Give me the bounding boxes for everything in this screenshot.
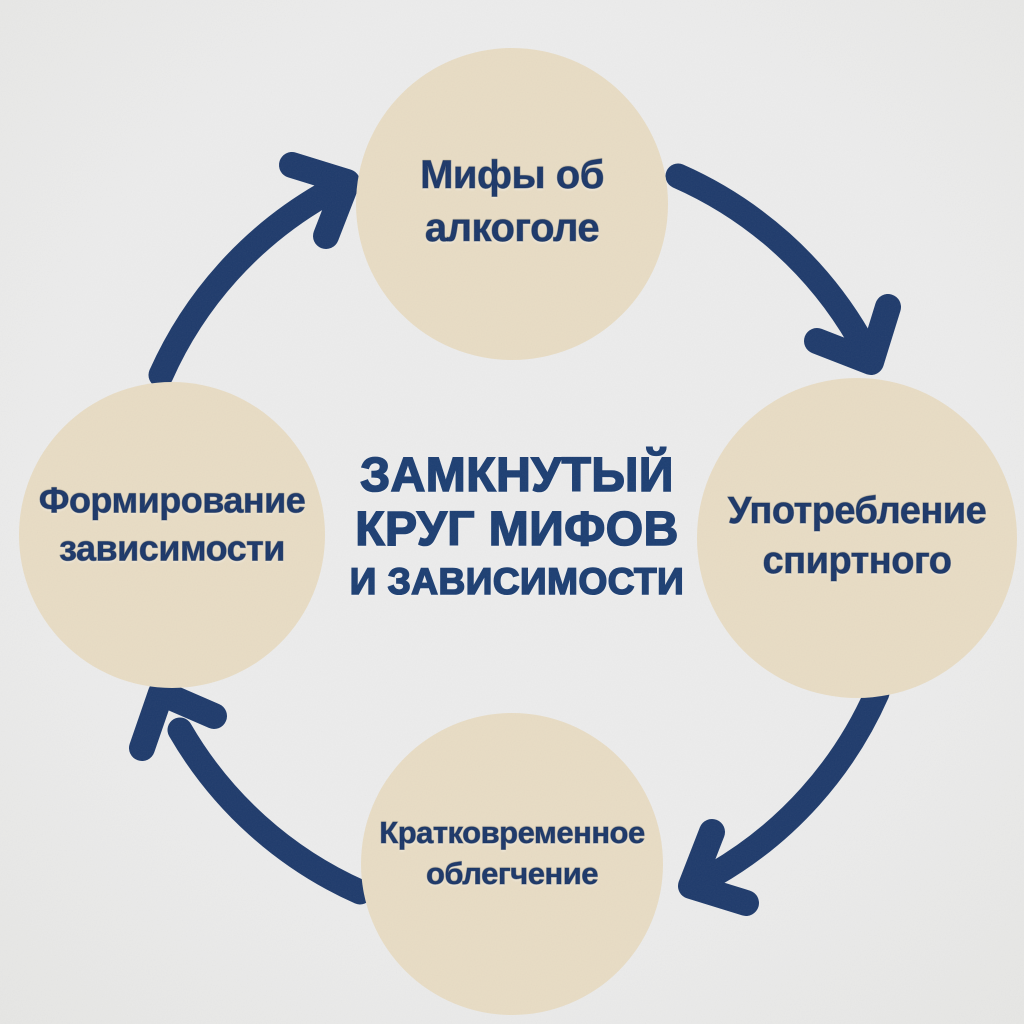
center-title-line-3: И ЗАВИСИМОСТИ (349, 560, 685, 603)
node-label-relief: Кратковременное облегчение (379, 813, 646, 895)
arrow-left-to-top-icon (148, 152, 360, 388)
node-label-line: Употребление (727, 489, 987, 532)
center-title: ЗАМКНУТЫЙ КРУГ МИФОВ И ЗАВИСИМОСТИ (349, 448, 685, 605)
node-label-line: Мифы об (420, 153, 605, 198)
node-label-line: зависимости (59, 527, 286, 569)
node-label-line: облегчение (425, 856, 599, 892)
node-label-line: Формирование (38, 479, 306, 521)
center-title-line-2: КРУГ МИФОВ (354, 502, 679, 557)
node-label-line: спиртного (762, 539, 952, 582)
node-label-line: алкоголе (424, 206, 600, 251)
arrow-top-to-right-icon (665, 163, 901, 375)
arrow-bottom-to-left-icon (129, 680, 373, 905)
center-title-line-1: ЗАМКНУТЫЙ (359, 448, 674, 503)
node-label-myths: Мифы об алкоголе (420, 149, 605, 255)
node-label-drinking: Употребление спиртного (727, 486, 987, 586)
node-label-line: Кратковременное (379, 815, 646, 851)
arrow-right-to-bottom-icon (678, 680, 890, 916)
node-label-dependency: Формирование зависимости (38, 476, 306, 571)
